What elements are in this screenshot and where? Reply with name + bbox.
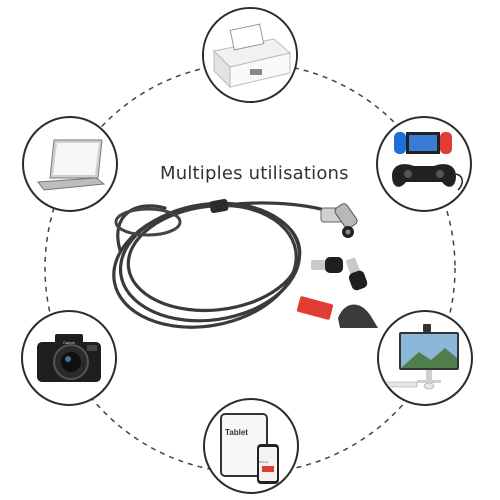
key-2 xyxy=(346,257,368,291)
monitor-bubble xyxy=(377,310,473,406)
red-adhesive-plate xyxy=(296,296,334,320)
printer-bubble xyxy=(202,7,298,103)
console-bubble xyxy=(376,116,472,212)
tablet-bubble: Tablet iPhone xyxy=(203,398,299,494)
cable-loop xyxy=(114,207,182,237)
cable-sleeve xyxy=(209,199,229,213)
page-title: Multiples utilisations xyxy=(160,163,349,184)
laptop-bubble xyxy=(22,116,118,212)
game-console-icon xyxy=(392,132,463,191)
printer-icon xyxy=(204,9,296,101)
lock-head xyxy=(320,203,358,238)
phone-label: iPhone xyxy=(259,460,269,464)
camera-icon xyxy=(37,334,101,382)
anchor-plate xyxy=(338,304,378,328)
security-cable xyxy=(112,201,327,329)
camera-bubble: Canon xyxy=(21,310,117,406)
camera-brand-label: Canon xyxy=(63,340,75,345)
tablet-label: Tablet xyxy=(225,428,248,437)
desktop-monitor-icon xyxy=(384,324,459,390)
key-1 xyxy=(311,257,343,273)
tablet-icon xyxy=(220,413,279,484)
laptop-icon xyxy=(37,139,106,191)
